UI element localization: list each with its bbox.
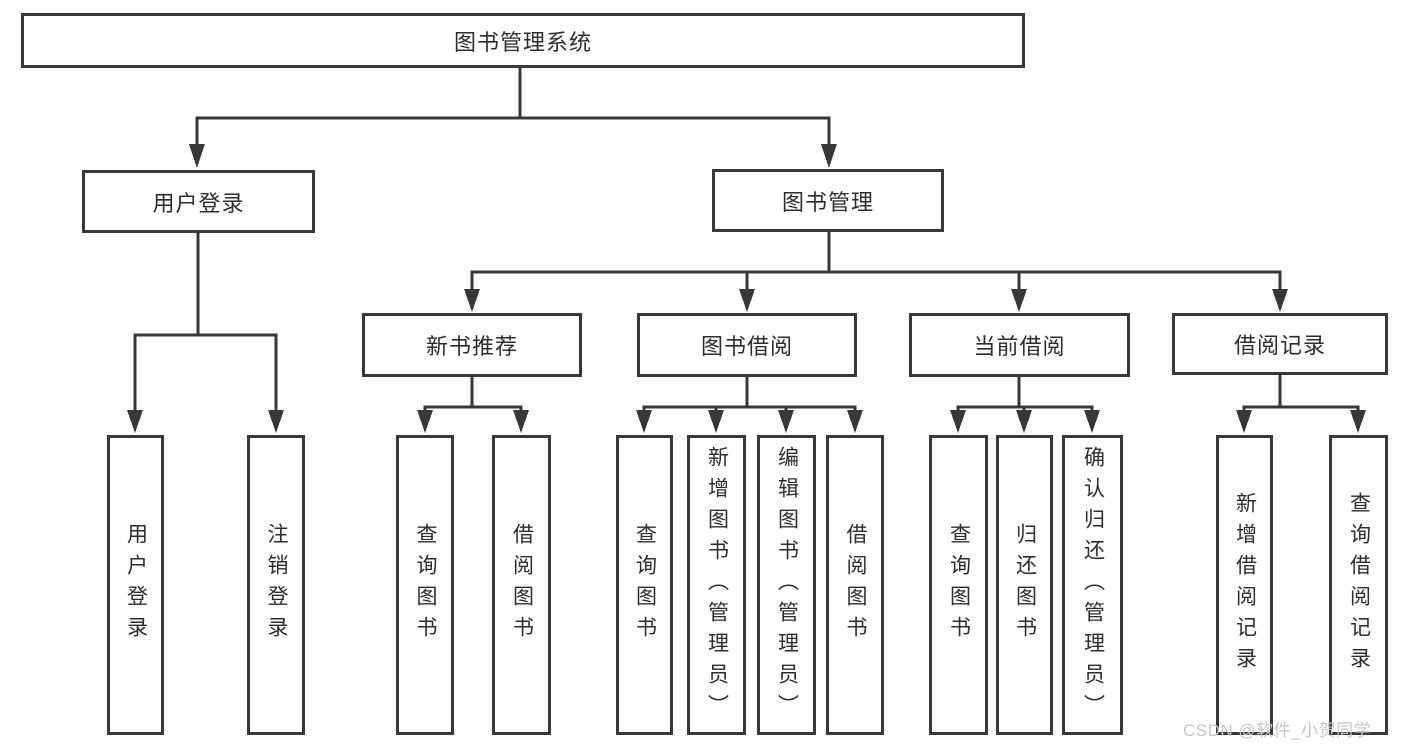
leaf-borrow-books-recommend: 借阅图书 bbox=[492, 435, 551, 735]
leaf-add-books-admin: 新增图书（管理员） bbox=[687, 435, 746, 735]
arrow-down-icon bbox=[950, 410, 966, 433]
csdn-watermark: CSDN @软件_小贺同学 bbox=[1183, 721, 1372, 740]
leaf-return-books: 归还图书 bbox=[996, 435, 1053, 735]
node-borrow-records-label: 借阅记录 bbox=[1233, 333, 1326, 358]
leaf-add-borrow-record: 新增借阅记录 bbox=[1216, 435, 1273, 735]
leaf-borrow-books: 借阅图书 bbox=[826, 435, 884, 735]
leaf-query-borrow-record-label: 查询借阅记录 bbox=[1347, 492, 1371, 678]
connector-borrow-records-children bbox=[1236, 373, 1366, 433]
connector-current-borrow-children bbox=[950, 375, 1100, 433]
node-book-borrow-label: 图书借阅 bbox=[700, 334, 793, 359]
arrow-down-icon bbox=[636, 410, 652, 433]
node-new-book-recommend-label: 新书推荐 bbox=[425, 334, 518, 359]
leaf-edit-books-admin: 编辑图书（管理员） bbox=[757, 435, 816, 735]
node-current-borrow: 当前借阅 bbox=[909, 313, 1130, 377]
leaf-confirm-return-admin: 确认归还（管理员） bbox=[1062, 435, 1123, 735]
connector-book-management-children bbox=[464, 230, 1288, 312]
leaf-query-books-borrow: 查询图书 bbox=[616, 435, 673, 735]
leaf-query-books-recommend: 查询图书 bbox=[396, 435, 454, 735]
leaf-query-borrow-record: 查询借阅记录 bbox=[1329, 435, 1388, 735]
leaf-logout: 注销登录 bbox=[247, 435, 305, 735]
arrow-down-icon bbox=[417, 410, 433, 433]
connector-new-book-recommend-children bbox=[417, 375, 529, 433]
node-current-borrow-label: 当前借阅 bbox=[973, 334, 1066, 359]
node-user-login: 用户登录 bbox=[82, 170, 315, 233]
arrow-down-icon bbox=[739, 289, 755, 312]
arrow-down-icon bbox=[513, 410, 529, 433]
leaf-borrow-books-recommend-label: 借阅图书 bbox=[510, 523, 534, 647]
arrow-down-icon bbox=[1016, 410, 1032, 433]
arrow-down-icon bbox=[189, 144, 205, 168]
node-root-label: 图书管理系统 bbox=[453, 29, 592, 55]
arrow-down-icon bbox=[847, 410, 863, 433]
node-new-book-recommend: 新书推荐 bbox=[362, 313, 582, 377]
arrow-down-icon bbox=[127, 410, 143, 433]
arrow-down-icon bbox=[464, 289, 480, 312]
arrow-down-icon bbox=[1236, 410, 1252, 433]
arrow-down-icon bbox=[821, 144, 837, 168]
leaf-edit-books-admin-label: 编辑图书（管理员） bbox=[775, 445, 799, 725]
leaf-query-books-borrow-label: 查询图书 bbox=[633, 523, 657, 647]
node-borrow-records: 借阅记录 bbox=[1172, 313, 1388, 375]
arrow-down-icon bbox=[778, 410, 794, 433]
leaf-query-books-current-label: 查询图书 bbox=[947, 523, 971, 647]
leaf-query-books-current: 查询图书 bbox=[929, 435, 988, 735]
arrow-down-icon bbox=[1272, 289, 1288, 312]
leaf-query-books-recommend-label: 查询图书 bbox=[414, 523, 438, 647]
leaf-user-login: 用户登录 bbox=[107, 435, 164, 735]
leaf-return-books-label: 归还图书 bbox=[1013, 523, 1037, 647]
leaf-confirm-return-admin-label: 确认归还（管理员） bbox=[1081, 445, 1105, 725]
connector-book-borrow-children bbox=[636, 375, 863, 433]
node-book-management: 图书管理 bbox=[712, 169, 944, 232]
connector-user-login-children bbox=[127, 231, 284, 433]
connector-root-to-level2 bbox=[189, 66, 837, 168]
arrow-down-icon bbox=[1350, 410, 1366, 433]
arrow-down-icon bbox=[268, 410, 284, 433]
node-root: 图书管理系统 bbox=[21, 13, 1025, 68]
arrow-down-icon bbox=[1084, 410, 1100, 433]
node-book-borrow: 图书借阅 bbox=[637, 313, 857, 377]
arrow-down-icon bbox=[708, 410, 724, 433]
leaf-logout-label: 注销登录 bbox=[265, 523, 289, 647]
arrow-down-icon bbox=[1011, 289, 1027, 312]
node-user-login-label: 用户登录 bbox=[152, 190, 245, 216]
leaf-user-login-label: 用户登录 bbox=[124, 523, 148, 647]
node-book-management-label: 图书管理 bbox=[781, 189, 874, 215]
leaf-add-books-admin-label: 新增图书（管理员） bbox=[705, 445, 729, 725]
leaf-add-borrow-record-label: 新增借阅记录 bbox=[1233, 492, 1257, 678]
leaf-borrow-books-label: 借阅图书 bbox=[844, 523, 868, 647]
